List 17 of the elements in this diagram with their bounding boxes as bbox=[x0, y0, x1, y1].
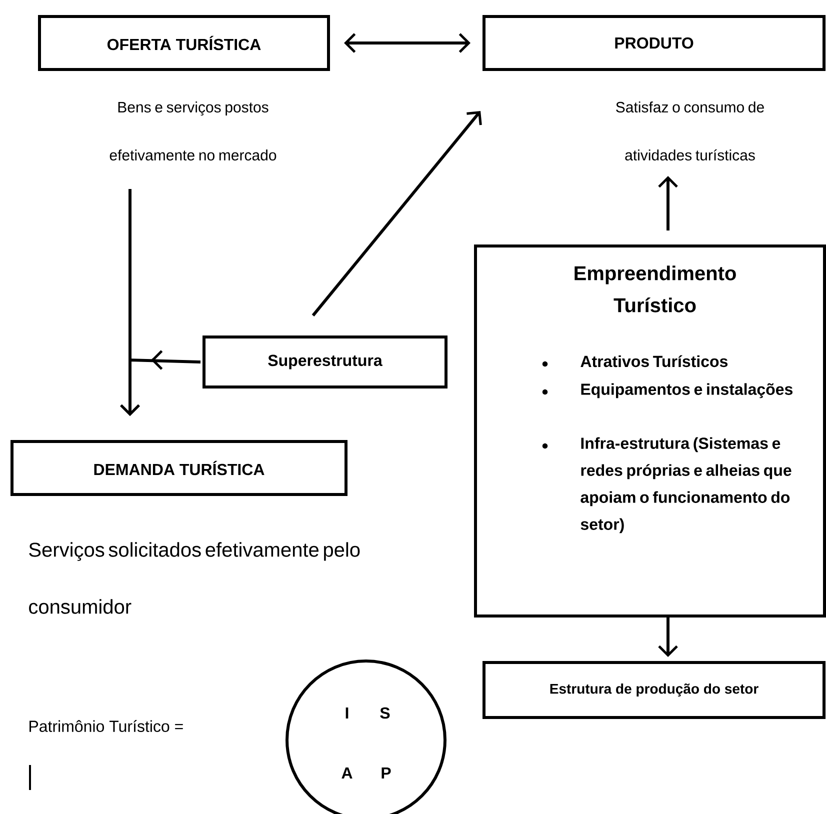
description-text: Serviços solicitados efetivamente pelo consumidor bbox=[29, 542, 360, 614]
process-box: DEMANDA TURÍSTICA bbox=[10, 440, 348, 496]
arrow bbox=[312, 111, 482, 316]
arrow bbox=[658, 618, 678, 657]
process-box: Estrutura de produção do setor bbox=[482, 661, 826, 719]
arrow bbox=[658, 176, 678, 230]
process-box: PRODUTO bbox=[482, 15, 826, 71]
bullet-item: Equipamentos e instalações bbox=[542, 383, 792, 398]
bullet-item: Infra-estrutura (Sistemas e redes próprias e alheias que apoiam o funcionamento do setor) bbox=[542, 437, 792, 534]
description-text: Satisfaz o consumo de atividades turísticas bbox=[616, 102, 764, 160]
formula-text: Patrimônio Turístico = bbox=[30, 720, 183, 732]
bullet-item: Atrativos Turísticos bbox=[542, 355, 728, 368]
description-text: Bens e serviços postos efetivamente no mercado bbox=[110, 102, 276, 160]
arrow bbox=[344, 33, 470, 53]
arrow bbox=[120, 350, 201, 416]
process-box: OFERTA TURÍSTICA bbox=[38, 15, 330, 71]
process-box: Superestrutura bbox=[202, 336, 448, 388]
